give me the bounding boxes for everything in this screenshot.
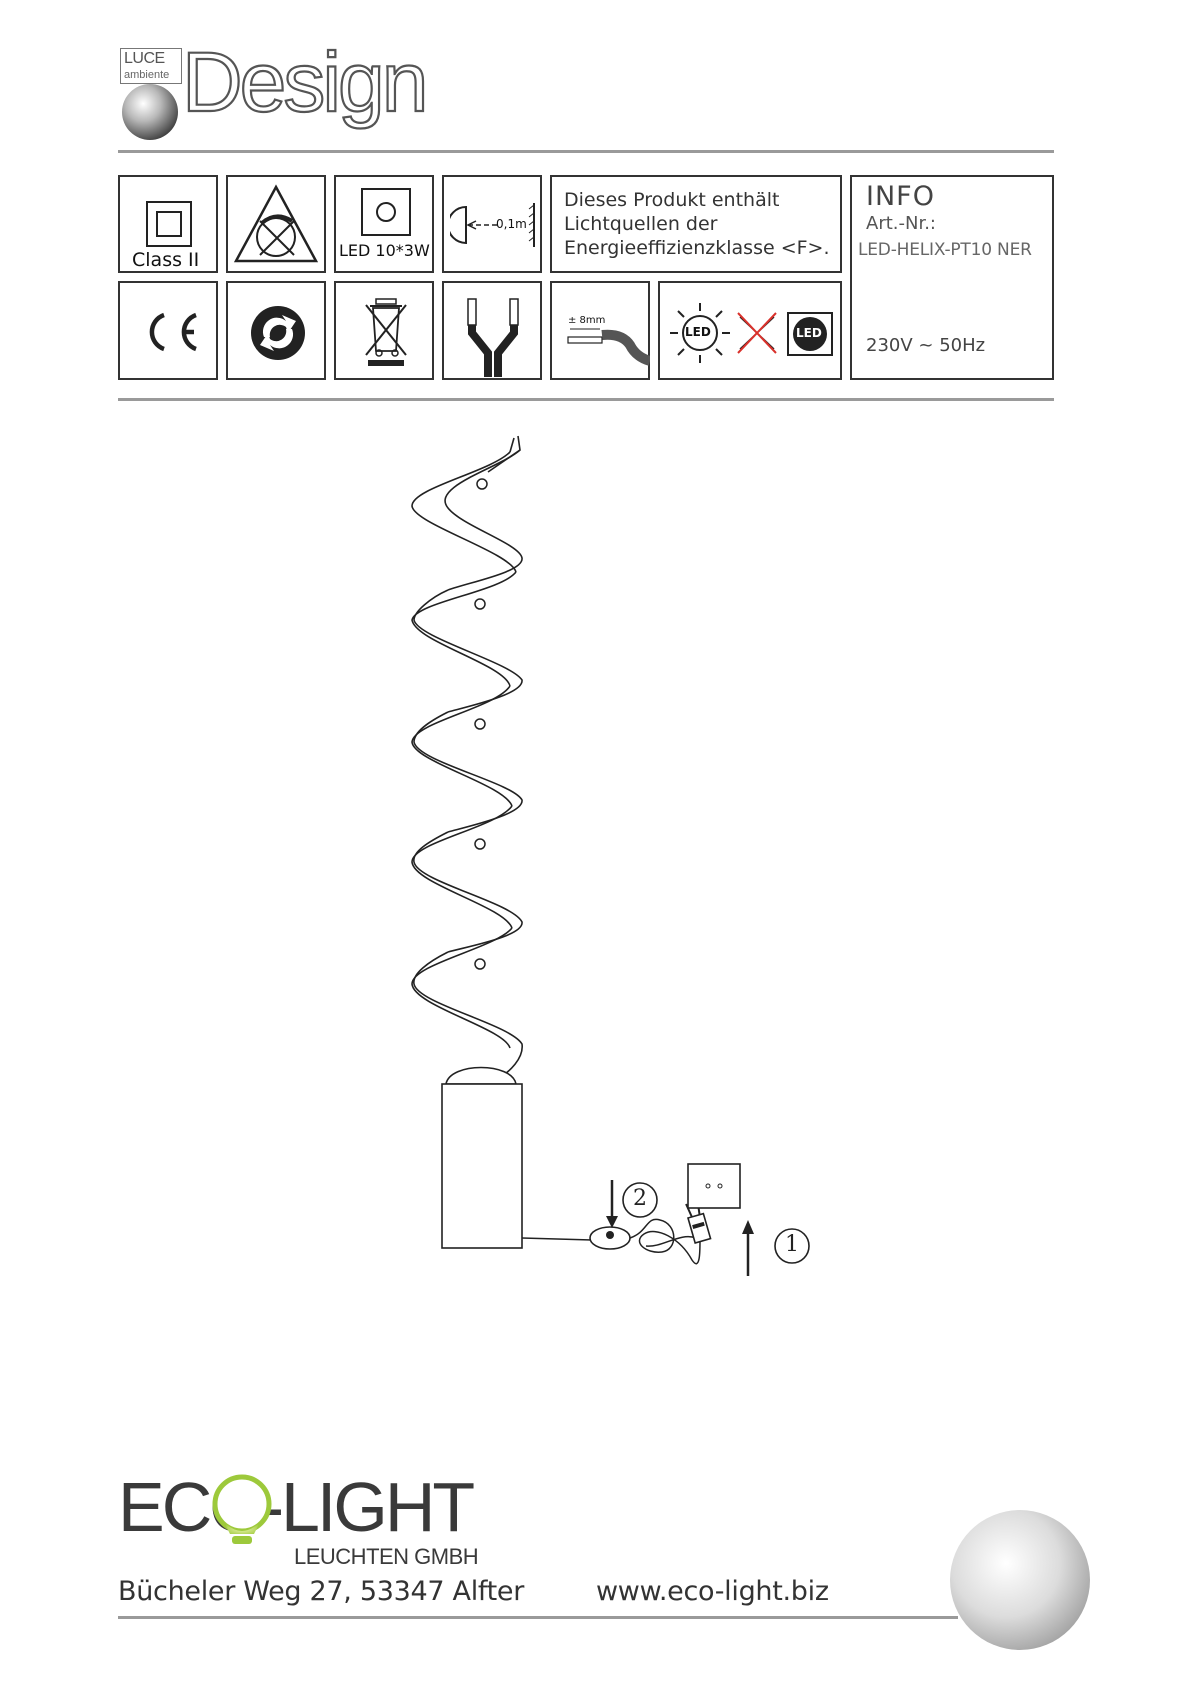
led-square-icon — [361, 188, 411, 236]
energy-text-box: Dieses Produkt enthält Lichtquellen der … — [550, 175, 842, 273]
company-name: ECO-LIGHT — [118, 1468, 475, 1546]
no-replace-icon — [737, 312, 777, 354]
energy-line3: Energieeffizienzklasse <F>. — [564, 237, 830, 259]
eco-bulb-icon — [212, 1474, 272, 1544]
icons-rule — [118, 398, 1054, 401]
company-subtitle: LEUCHTEN GMBH — [294, 1544, 479, 1569]
step1-label: 1 — [785, 1232, 799, 1257]
brand-name: Design — [181, 35, 430, 129]
helix-led-dots — [474, 478, 488, 970]
class2-box: Class II — [118, 175, 218, 273]
brand-sphere-icon — [122, 84, 178, 140]
brand-logo: LUCE ambiente Design — [0, 0, 480, 150]
step2-label: 2 — [633, 1186, 647, 1211]
green-dot-icon — [251, 306, 305, 360]
brand-box-line1: LUCE — [124, 50, 165, 67]
led-replace-box: LED LED — [658, 281, 842, 380]
cable-strip-icon — [567, 328, 650, 366]
cable-length-label: ± 8mm — [568, 315, 606, 326]
footer-sphere-icon — [950, 1510, 1090, 1650]
wire-box — [442, 281, 542, 380]
no-cover-triangle-icon — [233, 184, 319, 263]
ce-mark-icon — [149, 312, 197, 352]
weee-box — [334, 281, 434, 380]
footer-rule — [118, 1616, 958, 1619]
weee-bin-icon — [365, 298, 407, 366]
energy-line2: Lichtquellen der — [564, 213, 718, 235]
distance-box: 0,1m — [442, 175, 542, 273]
header-rule — [118, 150, 1054, 153]
energy-line1: Dieses Produkt enthält — [564, 189, 780, 211]
class2-icon — [146, 201, 192, 247]
wall-socket — [687, 1163, 741, 1209]
cable-length-box: ± 8mm — [550, 281, 650, 380]
voltage-label: 230V ~ 50Hz — [866, 335, 986, 356]
lamp-dome — [445, 1066, 517, 1085]
step1-circle — [774, 1228, 810, 1264]
lamp-base — [441, 1083, 523, 1249]
art-number: LED-HELIX-PT10 NER — [858, 240, 1032, 260]
company-address: Bücheler Weg 27, 53347 Alfter — [118, 1576, 525, 1607]
led-badge-label: LED — [796, 326, 822, 340]
green-dot-box — [226, 281, 326, 380]
step2-circle — [622, 1182, 658, 1218]
class2-label: Class II — [132, 249, 200, 271]
brand-box — [120, 48, 182, 84]
led-sun-icon — [670, 303, 730, 363]
helix-ribbon — [411, 435, 523, 1081]
distance-label: 0,1m — [496, 217, 527, 231]
helix-lamp-drawing — [411, 435, 810, 1276]
led-power-box: LED 10*3W — [334, 175, 434, 273]
ce-box — [118, 281, 218, 380]
cable-split-icon — [467, 298, 519, 377]
brand-box-line2: ambiente — [124, 69, 170, 81]
art-label: Art.-Nr.: — [866, 213, 936, 234]
led-badge-icon — [787, 312, 833, 356]
info-box: INFO Art.-Nr.: LED-HELIX-PT10 NER 230V ~… — [850, 175, 1054, 380]
company-website[interactable]: www.eco-light.biz — [596, 1576, 829, 1607]
lamp-distance-icon — [450, 203, 535, 247]
info-title: INFO — [866, 181, 935, 212]
led-sun-label: LED — [685, 325, 711, 339]
no-cover-box — [226, 175, 326, 273]
led-power-label: LED 10*3W — [339, 241, 430, 260]
